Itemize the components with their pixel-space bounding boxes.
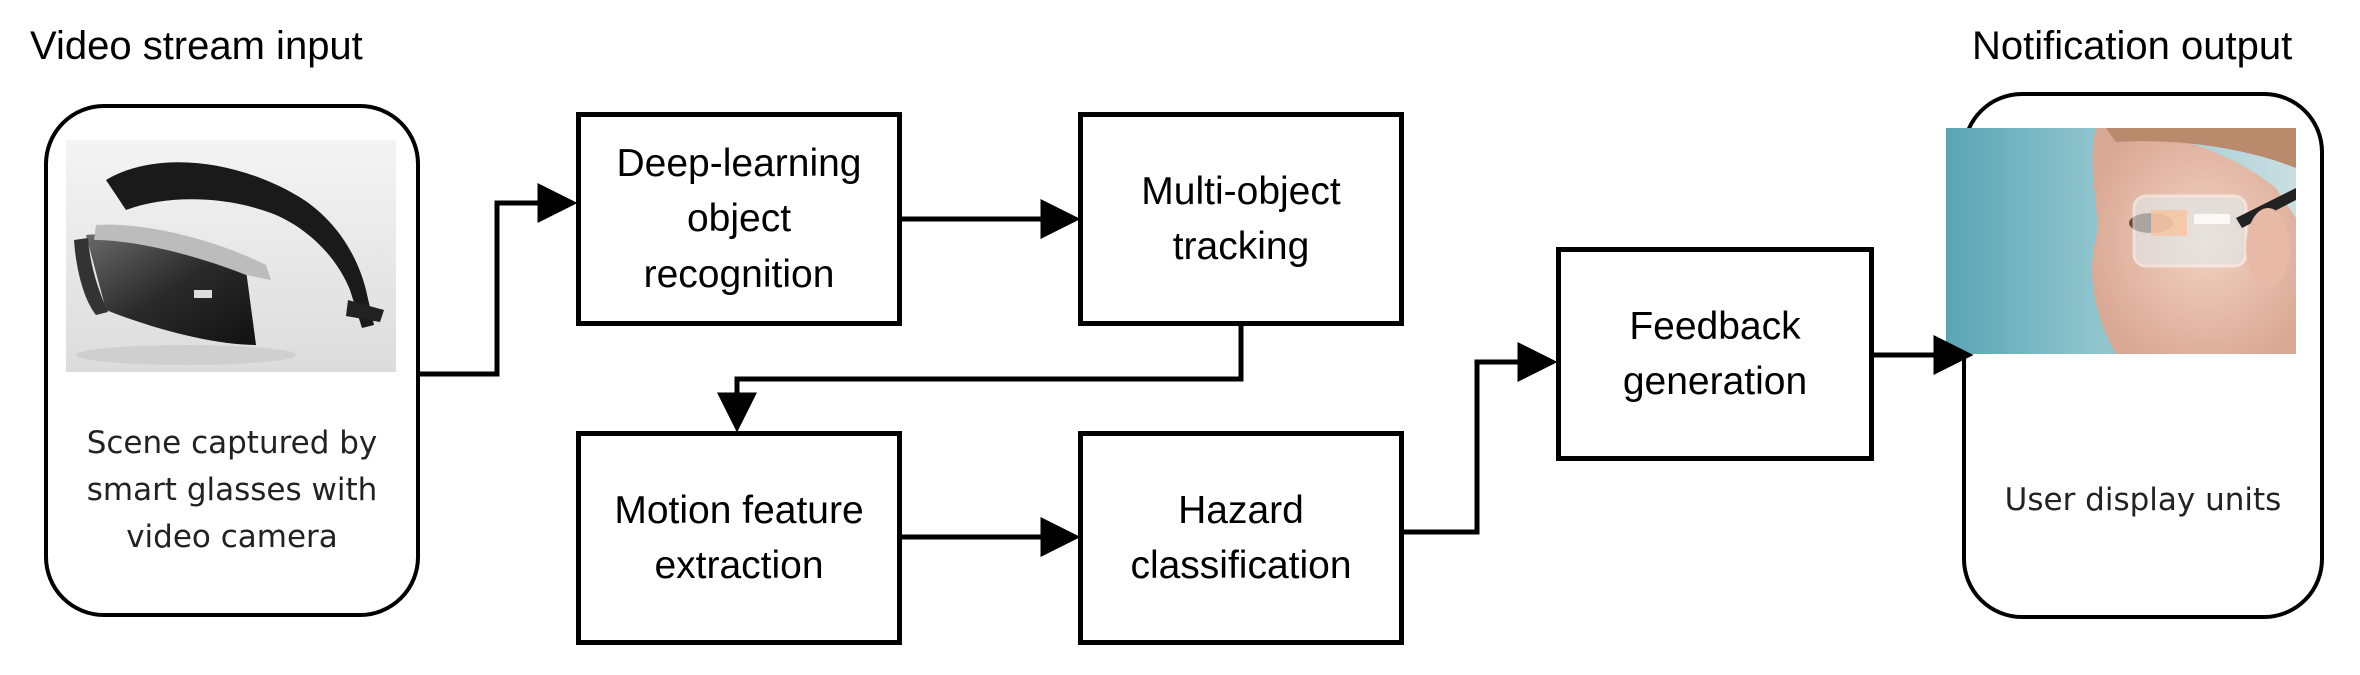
recognition-box: Deep-learning object recognition [576, 112, 902, 326]
hazard-box: Hazard classification [1078, 431, 1404, 645]
input-caption: Scene captured by smart glasses with vid… [86, 425, 378, 556]
user-wearing-glasses-icon [1946, 128, 2296, 354]
arrow-input-to-recognition [420, 183, 578, 377]
tracking-box: Multi-object tracking [1078, 112, 1404, 326]
smart-glasses-image [66, 140, 396, 372]
motion-box: Motion feature extraction [576, 431, 902, 645]
arrow-tracking-to-motion [717, 326, 1244, 433]
feedback-box: Feedback generation [1556, 247, 1874, 461]
input-heading: Video stream input [30, 24, 363, 68]
output-caption: User display units [2004, 482, 2282, 518]
user-display-image [1946, 128, 2296, 354]
output-heading: Notification output [1972, 24, 2293, 68]
smart-glasses-icon [66, 140, 396, 372]
arrow-hazard-to-feedback [1404, 342, 1558, 535]
